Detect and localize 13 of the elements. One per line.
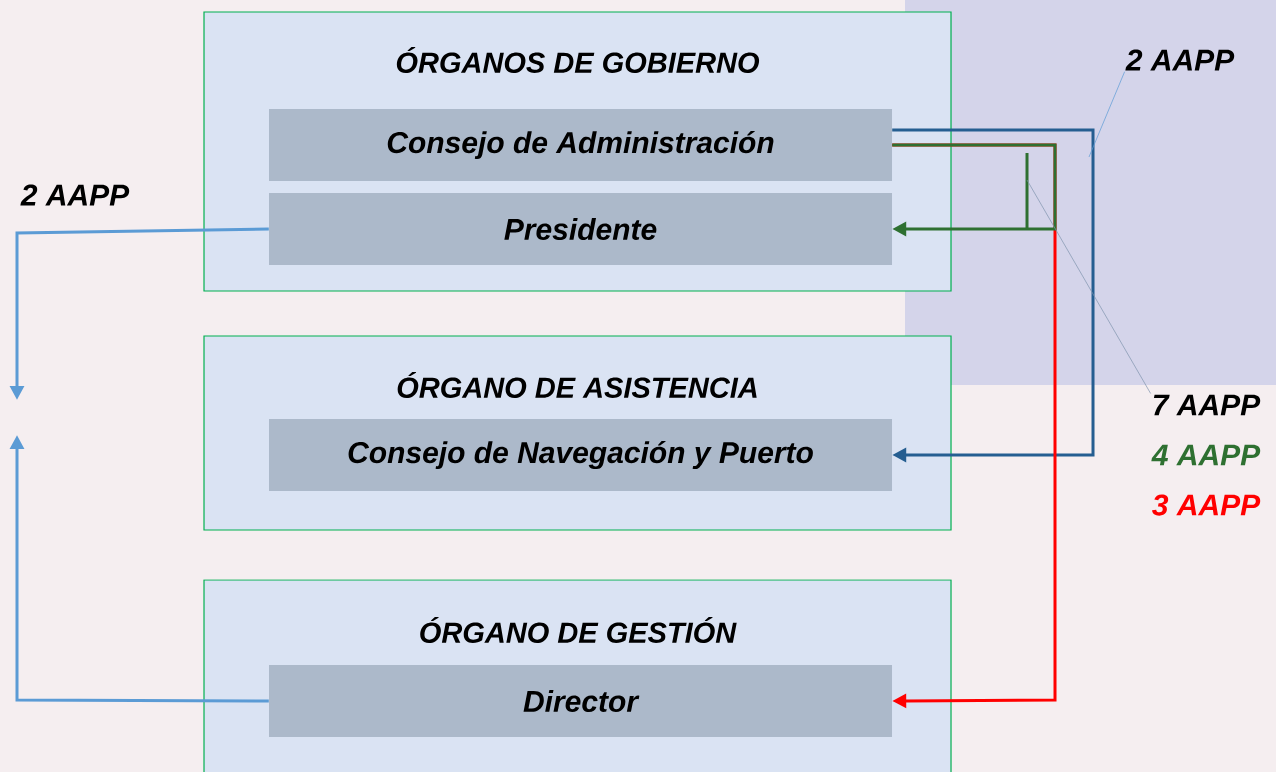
role-box: Director — [269, 665, 892, 737]
count-label: 4 AAPP — [1151, 444, 1261, 466]
count-label: 7 AAPP — [1153, 394, 1261, 416]
leader-line — [1088, 71, 1125, 158]
leader-line — [1026, 179, 1151, 394]
role-box: Consejo de Administración — [269, 109, 892, 181]
role-box: Consejo de Navegación y Puerto — [269, 419, 892, 491]
role-box: Presidente — [269, 193, 892, 265]
count-label: 2 AAPP — [20, 184, 130, 206]
arrow — [892, 143, 1057, 237]
arrow — [892, 128, 1095, 463]
count-label: 3 AAPP — [1152, 494, 1261, 516]
count-label: 2 AAPP — [1125, 49, 1235, 71]
